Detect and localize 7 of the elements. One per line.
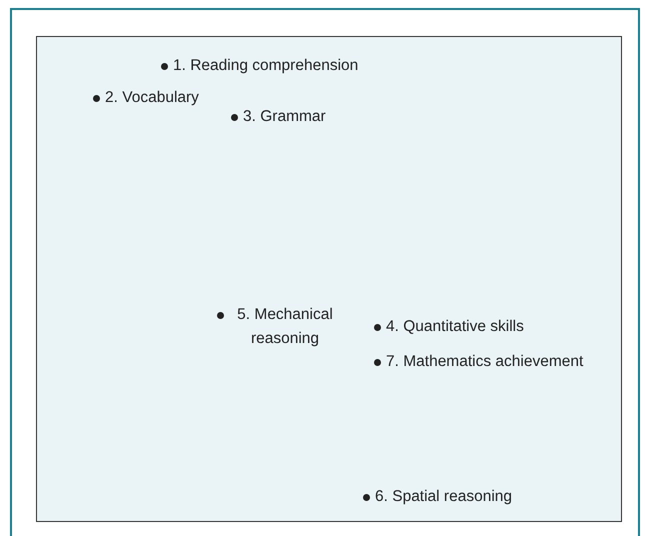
point-label: 6. Spatial reasoning (375, 487, 512, 507)
point-label: 4. Quantitative skills (386, 317, 524, 337)
point-label: 1. Reading comprehension (173, 56, 358, 76)
point-label: 3. Grammar (243, 107, 326, 127)
point-label: 5. Mechanical reasoning (236, 305, 334, 349)
point-label: 2. Vocabulary (105, 88, 199, 108)
point-label: 7. Mathematics achievement (386, 352, 584, 372)
